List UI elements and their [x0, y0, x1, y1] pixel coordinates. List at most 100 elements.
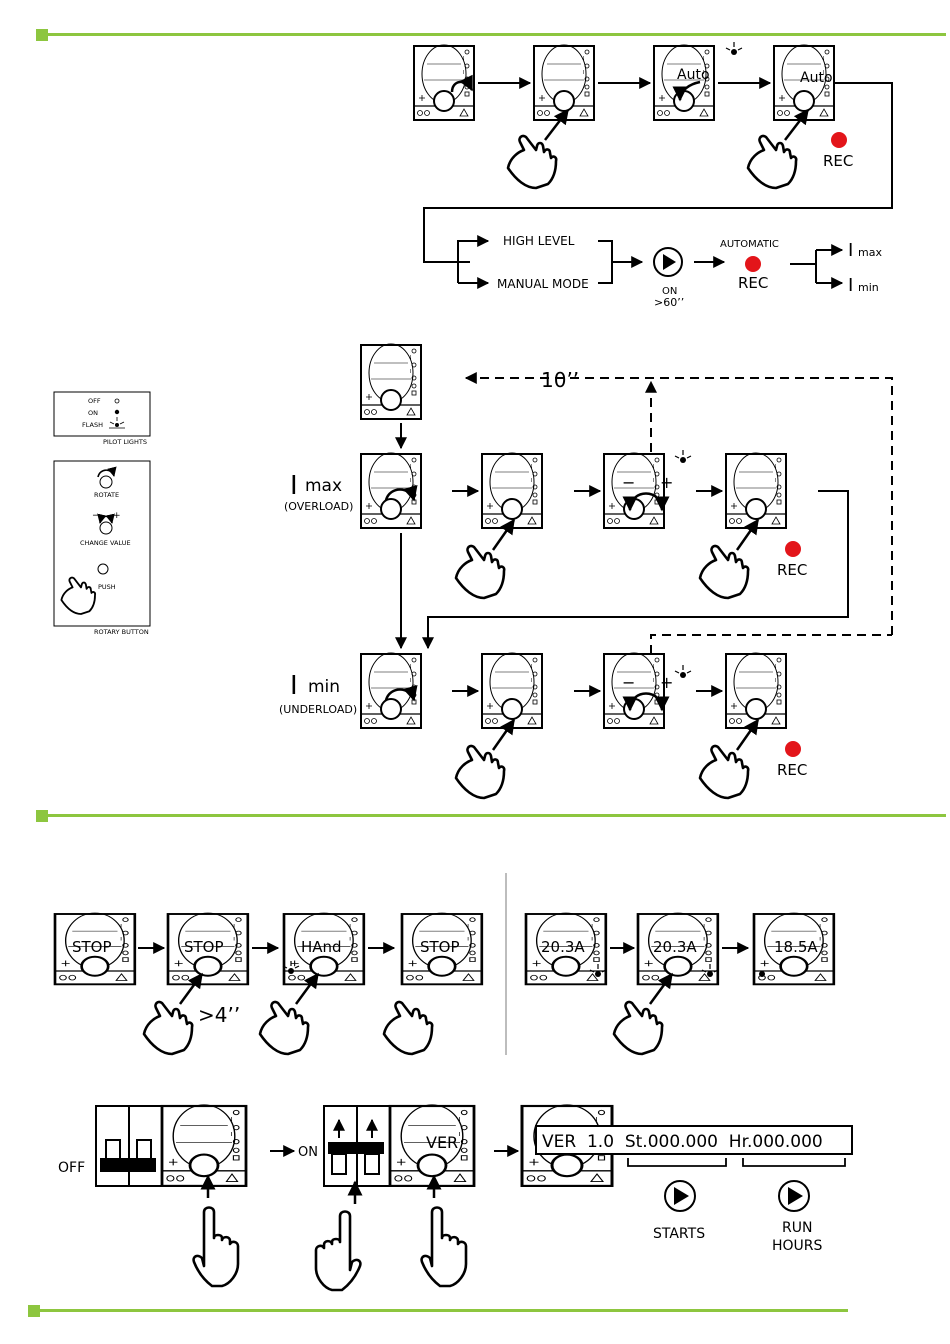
svg-text:−: −: [622, 673, 635, 692]
rec-dot-icon: [785, 741, 801, 757]
screen-current-1: 20.3A: [541, 938, 585, 956]
flash-icon: [725, 42, 743, 55]
rec-label-top: REC: [823, 152, 853, 170]
high-level-label: HIGH LEVEL: [503, 234, 575, 248]
rotate-icon: [672, 80, 701, 102]
screen-current-2: 20.3A: [653, 938, 697, 956]
flash-icon: [589, 964, 607, 977]
legend-rotary-button: ROTARY BUTTON: [94, 628, 149, 636]
push-hand-icon: [420, 1174, 468, 1288]
power-sequence: OFF ON VER VER 1.0 St.000.000 Hr.000.000: [58, 1103, 853, 1292]
run-label: RUN: [782, 1220, 812, 1236]
rotate-icon: [450, 74, 474, 93]
panel-imax-1: [360, 452, 422, 529]
automatic-label: AUTOMATIC: [720, 239, 779, 250]
legend-flash: FLASH: [82, 421, 103, 429]
push-hand-icon: [258, 972, 320, 1056]
screen-stop-1: STOP: [72, 938, 112, 956]
breaker-on: [323, 1105, 391, 1187]
push-hand-icon: [142, 972, 204, 1056]
legend-pilot-lights: PILOT LIGHTS: [103, 438, 147, 446]
imax-sub: max: [858, 246, 882, 259]
flash-icon: [674, 665, 692, 678]
svg-text:+: +: [660, 673, 673, 692]
legend-off: OFF: [88, 397, 101, 405]
svg-text:+: +: [660, 473, 673, 492]
legend: OFF ON FLASH PILOT LIGHTS ROTATE −+ CHAN…: [53, 391, 151, 636]
calibration-flow: 10’’ I max (OVERLOAD) −+ REC I min (UNDE…: [279, 343, 893, 800]
rec-dot-icon: [785, 541, 801, 557]
push-hand-icon: [746, 108, 809, 190]
hours-label: HOURS: [772, 1238, 823, 1254]
imin-row-word: min: [308, 677, 340, 697]
svg-text:+: +: [113, 511, 121, 521]
push-hand-icon: [314, 1180, 363, 1292]
svg-text:−: −: [622, 473, 635, 492]
hold-4s-label: >4’’: [198, 1003, 240, 1027]
push-hand-icon: [506, 108, 569, 190]
breaker-off: [95, 1105, 163, 1187]
legend-rotate: ROTATE: [94, 491, 119, 499]
flash-icon: [701, 964, 719, 977]
panel-imin-1: [360, 652, 422, 729]
hand-icon: [382, 1000, 434, 1056]
screen-stop-4: STOP: [420, 938, 460, 956]
imin-sub: min: [858, 281, 879, 294]
rec-dot-icon: [831, 132, 847, 148]
section-rule-3: [28, 1305, 848, 1317]
starts-label: STARTS: [653, 1226, 705, 1242]
imax-i: I: [848, 240, 853, 261]
manual-mode-label: MANUAL MODE: [497, 277, 589, 291]
push-hand-icon: [454, 718, 516, 800]
screen-auto-3: Auto: [677, 67, 710, 83]
stop-hand-sequence: STOP STOP HAnd STOP >4’’: [53, 911, 484, 1056]
flash-icon: [674, 450, 692, 463]
underload-label: (UNDERLOAD): [279, 703, 357, 716]
change-value-icon: −+: [92, 511, 121, 535]
overload-label: (OVERLOAD): [284, 500, 353, 513]
rec-label-imax: REC: [777, 561, 807, 579]
panel-auto-2: [533, 44, 595, 121]
screen-ver: VER: [426, 1133, 458, 1152]
push-hand-icon: [698, 718, 760, 800]
screen-auto-4: Auto: [800, 70, 833, 86]
screen-current-3: 18.5A: [774, 938, 818, 956]
rec-label-imin: REC: [777, 761, 807, 779]
push-hand-icon: [60, 563, 109, 615]
flash-icon: [282, 961, 300, 974]
legend-push: PUSH: [98, 583, 116, 591]
ten-seconds-label: 10’’: [541, 368, 579, 392]
section-rule-2: [36, 810, 946, 822]
push-hand-icon: [454, 518, 516, 600]
legend-on: ON: [88, 409, 98, 417]
on-label-power: ON: [298, 1145, 318, 1160]
play-icon: [664, 1180, 696, 1212]
panel-imax-2: [481, 452, 543, 529]
panel-imin-2: [481, 652, 543, 729]
rec-label-auto: REC: [738, 274, 768, 292]
rotate-icon: [97, 466, 117, 489]
panel-off: [160, 1103, 248, 1188]
play-icon: [778, 1180, 810, 1212]
screen-ver-long: VER 1.0 St.000.000 Hr.000.000: [542, 1132, 823, 1152]
svg-text:−: −: [92, 511, 100, 521]
imax-row-i: I: [290, 471, 298, 501]
push-hand-icon: [698, 518, 760, 600]
push-hand-icon: [192, 1174, 240, 1288]
legend-change-value: CHANGE VALUE: [80, 539, 131, 547]
rotate-icon: [384, 684, 418, 702]
flash-icon: [109, 417, 125, 429]
change-value-icon: −+: [622, 473, 673, 512]
time-60-label: >60’’: [654, 296, 684, 309]
panel-calib-start: [360, 343, 422, 420]
panel-imax-4: [725, 452, 787, 529]
play-icon: [653, 247, 683, 277]
imax-row-word: max: [305, 476, 342, 496]
off-label: OFF: [58, 1160, 85, 1176]
rec-dot-icon: [745, 256, 761, 272]
current-sequence: 20.3A 20.3A 18.5A: [524, 911, 836, 1056]
section-rule-1: [36, 29, 946, 41]
push-hand-icon: [612, 972, 674, 1056]
on-label: ON: [662, 286, 677, 297]
